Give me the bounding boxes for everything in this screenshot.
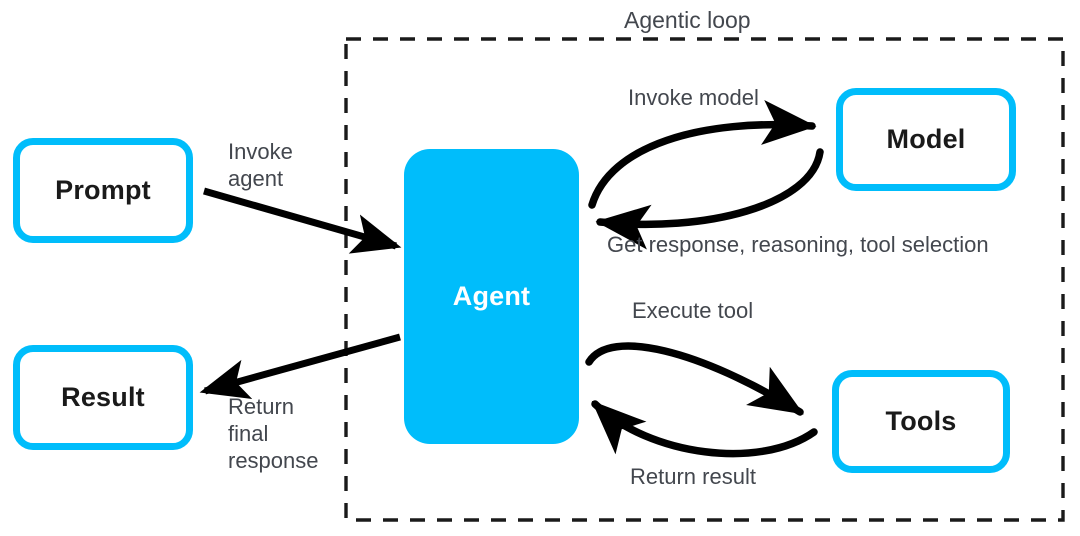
node-prompt-label: Prompt: [55, 175, 151, 205]
agentic-loop-boundary: [344, 37, 1065, 522]
node-prompt[interactable]: Prompt: [13, 138, 193, 243]
edge-label-return-result: Return result: [630, 464, 756, 489]
arrow-invoke-agent: [203, 187, 402, 254]
edge-label-invoke-model: Invoke model: [628, 85, 759, 110]
node-model[interactable]: Model: [836, 88, 1016, 191]
node-tools-label: Tools: [885, 406, 957, 436]
arrow-execute-tool: [585, 342, 804, 416]
edge-label-get-response: Get response, reasoning, tool selection: [607, 232, 989, 257]
arrow-get-response: [595, 148, 824, 250]
arrow-return-result: [591, 400, 818, 458]
arrow-return-final-response: [199, 333, 401, 399]
node-agent-label: Agent: [452, 281, 531, 311]
node-tools[interactable]: Tools: [832, 370, 1010, 473]
node-result[interactable]: Result: [13, 345, 193, 450]
edge-label-return-final-response: Return final response: [228, 394, 319, 473]
node-model-label: Model: [886, 124, 966, 154]
edge-label-invoke-agent: Invoke agent: [228, 139, 293, 191]
edge-label-execute-tool: Execute tool: [632, 298, 754, 323]
agentic-loop-title: Agentic loop: [624, 7, 751, 33]
node-agent[interactable]: Agent: [404, 149, 579, 444]
node-result-label: Result: [61, 382, 145, 412]
arrow-invoke-model: [588, 100, 817, 209]
